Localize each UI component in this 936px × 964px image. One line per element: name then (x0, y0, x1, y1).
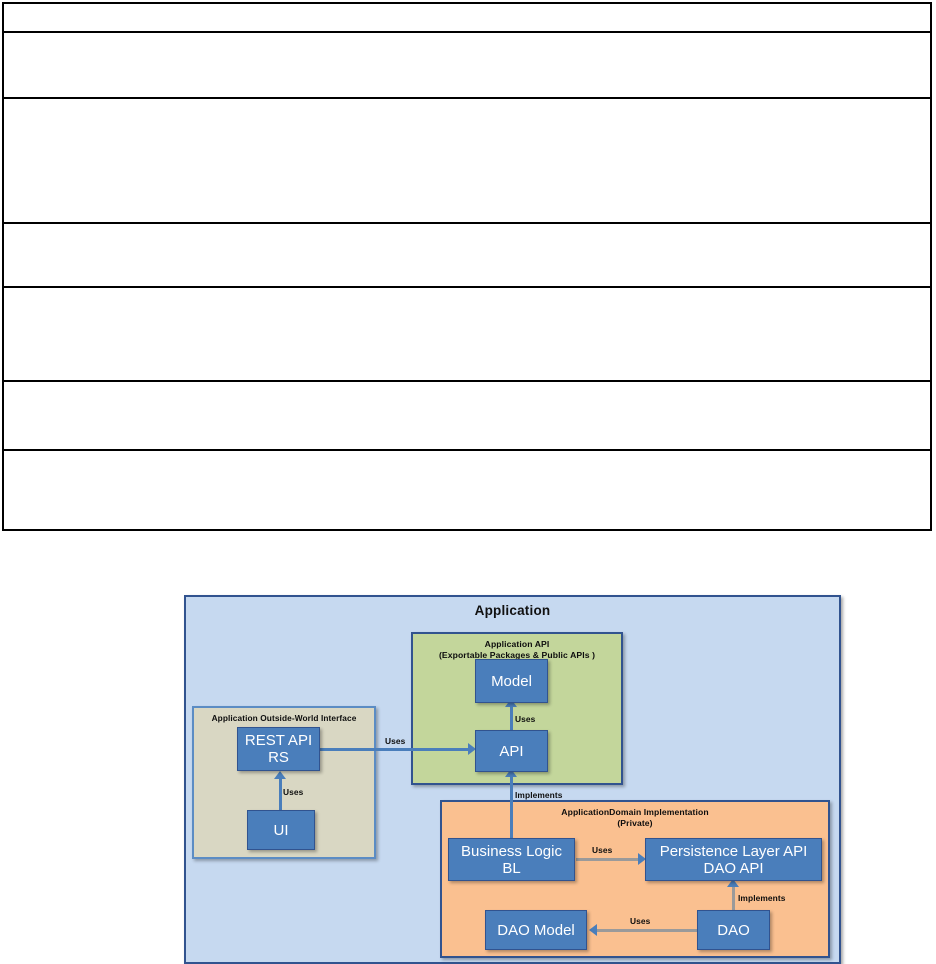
node-rest-api[interactable]: REST API RS (237, 727, 320, 771)
edge-bl-daoapi-arrowhead (638, 853, 646, 865)
edge-restapi-api-arrowhead (468, 743, 476, 755)
table-cell (2, 2, 932, 33)
table-row (2, 286, 932, 382)
domain-impl-title-line2: (Private) (617, 818, 653, 828)
edge-dao-daomodel-label: Uses (630, 916, 651, 926)
node-rest-api-line2: RS (268, 749, 289, 766)
node-dao-line1: DAO (717, 921, 750, 939)
node-dao[interactable]: DAO (697, 910, 770, 950)
table-cell (2, 31, 932, 99)
container-outside-world-title: Application Outside-World Interface (211, 713, 357, 723)
edge-bl-daoapi-line (576, 858, 642, 861)
edge-dao-daomodel-arrowhead (589, 924, 597, 936)
table-cell (2, 222, 932, 288)
node-ui[interactable]: UI (247, 810, 315, 850)
edge-restapi-api-label: Uses (385, 736, 406, 746)
application-api-title-line1: Application API (484, 639, 550, 649)
node-dao-api[interactable]: Persistence Layer API DAO API (645, 838, 822, 881)
edge-dao-daomodel-line (597, 929, 697, 932)
edge-dao-daoapi-arrowhead (727, 879, 739, 887)
node-ui-line1: UI (273, 821, 289, 839)
node-api[interactable]: API (475, 730, 548, 772)
table-row (2, 31, 932, 99)
edge-bl-daoapi-label: Uses (592, 845, 613, 855)
edge-api-model-line (510, 706, 513, 734)
container-domain-implementation-title: ApplicationDomain Implementation (Privat… (442, 807, 828, 829)
edge-ui-restapi-line (279, 778, 282, 814)
node-dao-api-line2: DAO API (703, 859, 764, 877)
table-row (2, 222, 932, 288)
table-row (2, 380, 932, 451)
table-row (2, 2, 932, 33)
table-body (2, 2, 932, 531)
edge-bl-api-line (510, 776, 513, 842)
node-rest-api-line1: REST API (244, 732, 313, 749)
node-model[interactable]: Model (475, 659, 548, 703)
table-row (2, 449, 932, 531)
edge-ui-restapi-arrowhead (274, 771, 286, 779)
node-business-logic-line1: Business Logic (461, 842, 562, 860)
edge-restapi-api-line (319, 748, 471, 751)
application-api-title-line2: (Exportable Packages & Public APIs ) (438, 650, 596, 660)
container-application-api: Application API (Exportable Packages & P… (411, 632, 623, 785)
container-application-api-title: Application API (Exportable Packages & P… (413, 639, 621, 661)
node-business-logic-line2: BL (502, 859, 521, 877)
document-table (2, 2, 932, 531)
edge-bl-api-label: Implements (515, 790, 563, 800)
node-business-logic[interactable]: Business Logic BL (448, 838, 575, 881)
node-api-line1: API (499, 742, 524, 760)
container-application-title: Application (474, 603, 551, 618)
table-cell (2, 380, 932, 451)
edge-api-model-arrowhead (505, 699, 517, 707)
table-cell (2, 449, 932, 531)
node-dao-model[interactable]: DAO Model (485, 910, 587, 950)
domain-impl-title-line1: ApplicationDomain Implementation (561, 807, 709, 817)
node-dao-model-line1: DAO Model (497, 921, 575, 939)
edge-ui-restapi-label: Uses (283, 787, 304, 797)
edge-dao-daoapi-line (732, 886, 735, 912)
table-cell (2, 97, 932, 224)
edge-bl-api-arrowhead (505, 769, 517, 777)
edge-api-model-label: Uses (515, 714, 536, 724)
node-model-line1: Model (491, 672, 532, 690)
table-cell (2, 286, 932, 382)
node-dao-api-line1: Persistence Layer API (659, 842, 808, 860)
table-row (2, 97, 932, 224)
edge-dao-daoapi-label: Implements (738, 893, 786, 903)
